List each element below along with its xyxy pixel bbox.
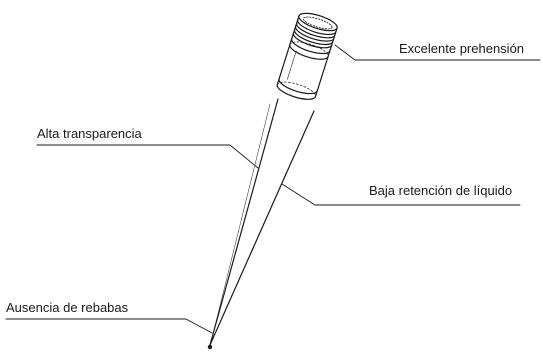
leader-retention [281,183,521,206]
tip-point [207,344,213,350]
collar-side-left [276,15,300,86]
leader-burr [5,318,213,334]
tip-cone-right-edge [209,110,315,346]
tip-cone-highlight [213,103,271,331]
label-transparency: Alta transparencia [37,126,142,141]
tip-collar [276,12,338,100]
collar-side-right [314,27,338,98]
tip-cone-left-edge [209,98,279,346]
label-grip: Excelente prehensión [399,41,525,56]
grip-ribs [292,19,337,49]
leader-grip [334,44,541,61]
leader-transparency [36,144,259,169]
label-retention: Baja retención de líquido [369,183,513,198]
tip-opening-inner [302,16,333,30]
label-burr: Ausencia de rebabas [6,300,129,315]
